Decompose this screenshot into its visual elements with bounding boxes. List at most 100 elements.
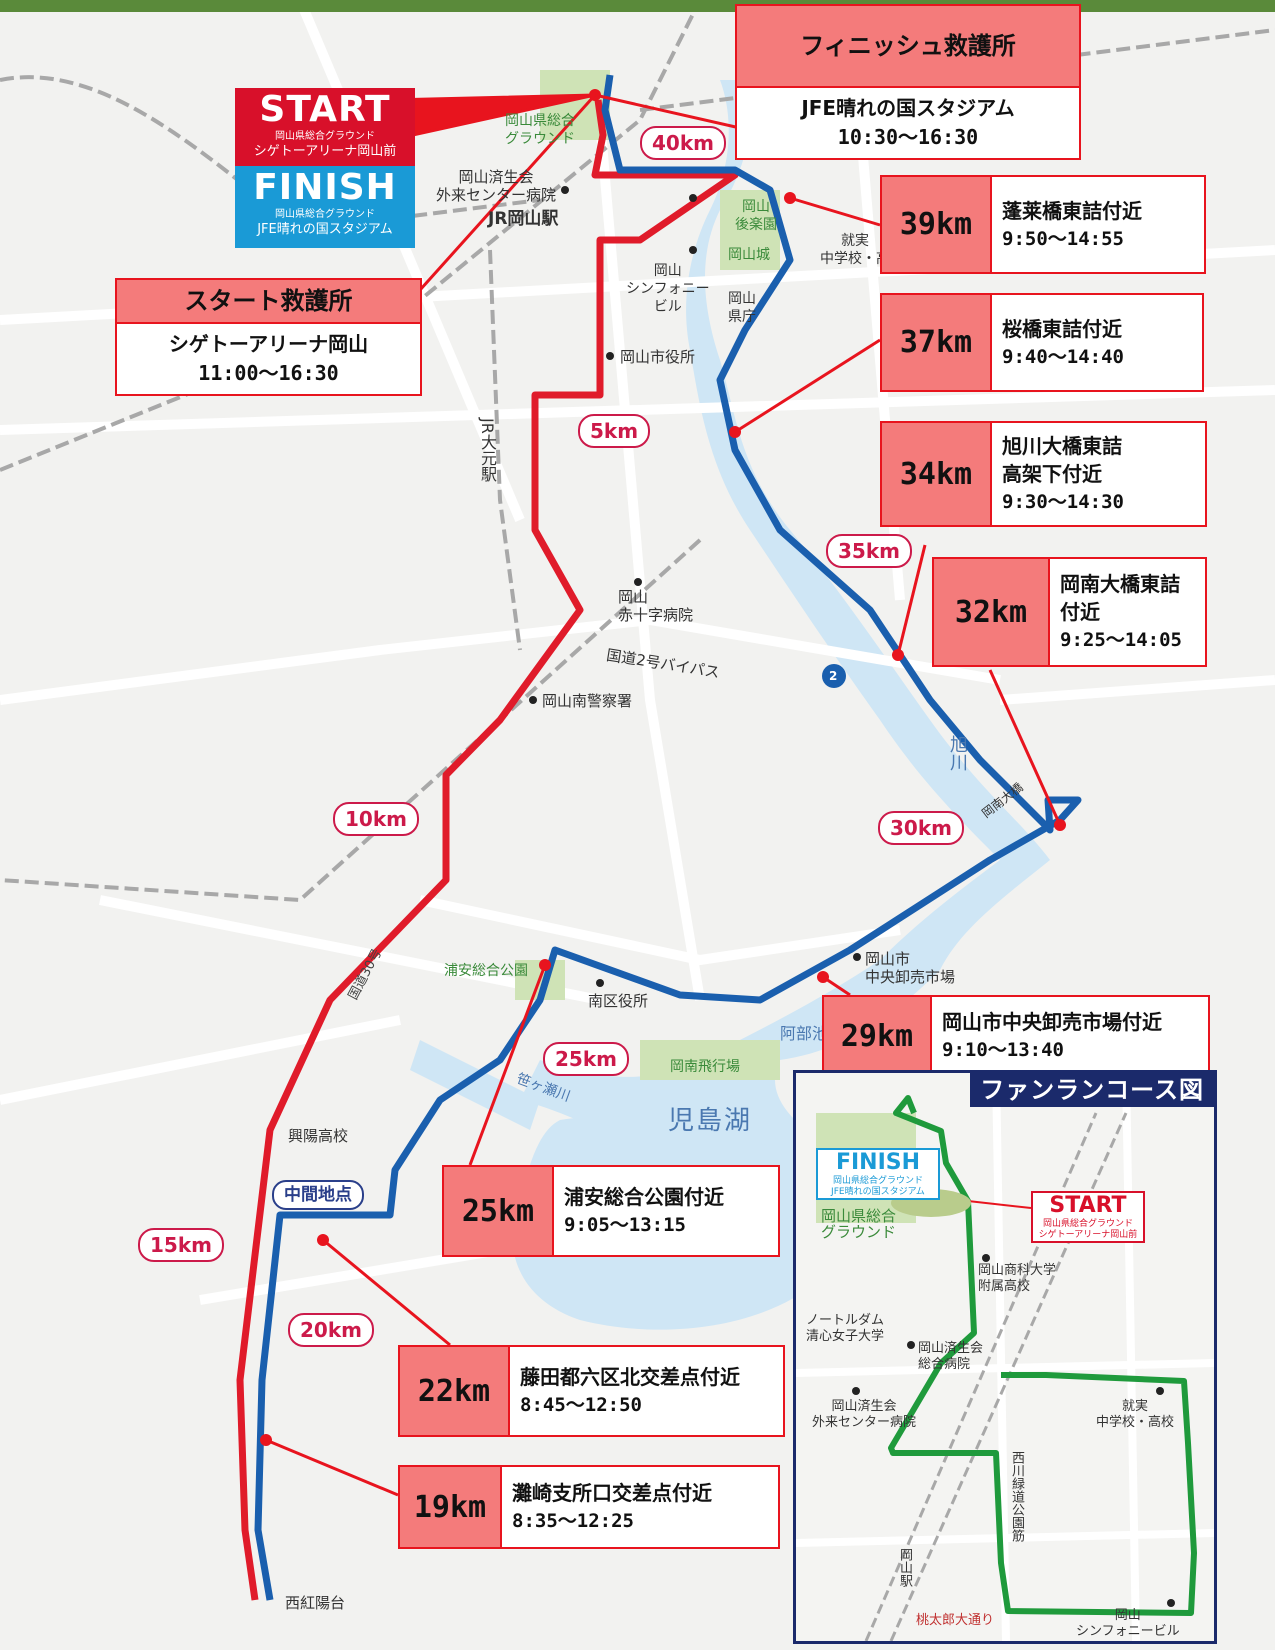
start-place-2: シゲトーアリーナ岡山前 xyxy=(253,144,397,159)
aid-22-time: 8:45～12:50 xyxy=(520,1394,642,1416)
fun-run-route xyxy=(888,1095,1197,1616)
km-marker-35: 35km xyxy=(826,534,912,568)
midpoint-marker: 中間地点 xyxy=(272,1180,364,1210)
aid-station-39km: 39km 蓬莱橋東詰付近 9:50～14:55 xyxy=(880,175,1206,274)
start-word: START xyxy=(259,89,391,130)
aid-start-title: スタート救護所 xyxy=(117,280,420,324)
aid-station-34km: 34km 旭川大橋東詰高架下付近 9:30～14:30 xyxy=(880,421,1207,527)
fun-label-notre-dame: ノートルダム 清心女子大学 xyxy=(806,1313,885,1344)
label-minami-police: 岡山南警察署 xyxy=(542,692,633,710)
fun-run-title: ファンランコース図 xyxy=(970,1073,1214,1107)
aid-39-place: 蓬莱橋東詰付近 xyxy=(1002,198,1142,223)
fun-run-finish-badge: FINISH 岡山県総合グラウンド JFE晴れの国スタジアム xyxy=(816,1148,940,1200)
aid-39-km: 39km xyxy=(882,177,992,272)
km-marker-5: 5km xyxy=(578,414,651,448)
fun-run-start-badge: START 岡山県総合グラウンド シゲトーアリーナ岡山前 xyxy=(1031,1191,1145,1243)
km-marker-10: 10km xyxy=(333,802,419,836)
fun-label-ground: 岡山県総合 グラウンド xyxy=(821,1207,897,1241)
label-okayama-castle: 岡山城 xyxy=(728,247,770,263)
label-market: 岡山市 中央卸売市場 xyxy=(865,950,956,986)
aid-37-time: 9:40～14:40 xyxy=(1002,345,1124,368)
aid-29-time: 9:10～13:40 xyxy=(942,1039,1064,1061)
aid-19-time: 8:35～12:25 xyxy=(512,1510,634,1532)
finish-place-2: JFE晴れの国スタジアム xyxy=(257,222,393,237)
aid-station-19km: 19km 灘崎支所口交差点付近 8:35～12:25 xyxy=(398,1465,780,1549)
label-ground: 岡山県総合 グラウンド xyxy=(505,113,575,147)
aid-29-km: 29km xyxy=(824,997,932,1075)
fun-run-inset: ファンランコース図 FINISH 岡山県総合グラウンド JFE晴れの国スタジアム… xyxy=(793,1070,1217,1644)
fun-finish-place-2: JFE晴れの国スタジアム xyxy=(831,1187,925,1197)
korakuen-park xyxy=(720,190,780,270)
label-urayasu-park: 浦安総合公園 xyxy=(444,963,528,979)
aid-19-place: 灘崎支所口交差点付近 xyxy=(512,1481,712,1505)
aid-22-km: 22km xyxy=(400,1347,510,1435)
aid-19-km: 19km xyxy=(400,1467,502,1547)
km-marker-30: 30km xyxy=(878,811,964,845)
label-asahi-river: 旭川 xyxy=(947,735,968,771)
start-panel: START 岡山県総合グラウンド シゲトーアリーナ岡山前 xyxy=(235,88,415,166)
aid-station-start: スタート救護所 シゲトーアリーナ岡山 11:00～16:30 xyxy=(115,278,422,396)
start-finish-badge: START 岡山県総合グラウンド シゲトーアリーナ岡山前 FINISH 岡山県総… xyxy=(235,88,415,248)
label-route2: 2 xyxy=(829,669,838,683)
label-jr-omoto: JR大元駅 xyxy=(478,418,497,482)
aid-39-time: 9:50～14:55 xyxy=(1002,227,1124,250)
fun-label-shujitsu: 就実 中学校・高校 xyxy=(1096,1399,1175,1430)
aid-finish-time: 10:30～16:30 xyxy=(837,125,979,149)
label-saiseikai: 岡山済生会 外来センター病院 xyxy=(436,168,557,204)
finish-word: FINISH xyxy=(253,167,397,208)
aid-34-km: 34km xyxy=(882,423,992,525)
leader-lines xyxy=(265,93,1062,1497)
aid-25-time: 9:05～13:15 xyxy=(564,1214,686,1236)
aid-finish-title: フィニッシュ救護所 xyxy=(737,6,1079,88)
label-nishikoyodai: 西紅陽台 xyxy=(285,1594,346,1612)
aid-34-place-2: 高架下付近 xyxy=(1002,462,1102,486)
aid-25-place: 浦安総合公園付近 xyxy=(564,1185,724,1209)
aid-station-37km: 37km 桜橋東詰付近 9:40～14:40 xyxy=(880,293,1204,392)
aid-34-time: 9:30～14:30 xyxy=(1002,491,1124,513)
fun-finish-place-1: 岡山県総合グラウンド xyxy=(832,1176,923,1186)
fun-label-shoka: 岡山商科大学 附属高校 xyxy=(978,1263,1057,1294)
km-marker-25: 25km xyxy=(543,1042,629,1076)
fun-start-place-2: シゲトーアリーナ岡山前 xyxy=(1038,1230,1138,1240)
aid-start-time: 11:00～16:30 xyxy=(198,361,339,385)
aid-34-place-1: 旭川大橋東詰 xyxy=(1002,434,1122,458)
aid-32-place-1: 岡南大橋東詰 xyxy=(1060,572,1180,596)
start-place-1: 岡山県総合グラウンド xyxy=(275,131,375,142)
label-kojima-lake: 児島湖 xyxy=(668,1106,753,1136)
aid-station-finish: フィニッシュ救護所 JFE晴れの国スタジアム 10:30～16:30 xyxy=(735,4,1081,160)
aid-station-25km: 25km 浦安総合公園付近 9:05～13:15 xyxy=(442,1165,780,1257)
label-shujitsu: 就実 中学校・高 xyxy=(820,233,890,267)
sasagase-river xyxy=(410,1040,540,1130)
aid-32-time: 9:25～14:05 xyxy=(1060,629,1182,651)
km-marker-40: 40km xyxy=(640,126,726,160)
outbound-route xyxy=(236,99,739,1601)
fun-label-saiseikai-main: 岡山済生会 総合病院 xyxy=(918,1341,984,1372)
route2-shield xyxy=(822,664,846,688)
aid-25-km: 25km xyxy=(444,1167,554,1255)
fun-label-symphony: 岡山 シンフォニービル xyxy=(1076,1608,1180,1639)
finish-place-1: 岡山県総合グラウンド xyxy=(275,209,375,220)
label-abe-river: 阿部池 xyxy=(780,1024,829,1043)
aid-22-place: 藤田都六区北交差点付近 xyxy=(520,1365,740,1389)
label-koyo-hs: 興陽高校 xyxy=(288,1127,349,1145)
fun-start-place-1: 岡山県総合グラウンド xyxy=(1042,1219,1133,1229)
km-marker-20: 20km xyxy=(288,1313,374,1347)
return-route xyxy=(254,74,1082,1601)
label-red-cross: 岡山 赤十字病院 xyxy=(618,588,694,624)
aid-finish-place: JFE晴れの国スタジアム xyxy=(801,96,1015,120)
aid-station-22km: 22km 藤田都六区北交差点付近 8:45～12:50 xyxy=(398,1345,785,1437)
fun-start-word: START xyxy=(1049,1193,1127,1218)
label-konan-airport: 岡南飛行場 xyxy=(670,1059,740,1075)
fun-label-momotaro: 桃太郎大通り xyxy=(916,1613,995,1628)
fun-finish-word: FINISH xyxy=(835,1150,921,1175)
fun-label-okayama-sta: 岡山駅 xyxy=(897,1548,912,1587)
aid-37-km: 37km xyxy=(882,295,992,390)
landmark-dots xyxy=(529,186,861,987)
top-bar xyxy=(0,0,1275,12)
asahi-river xyxy=(520,80,1050,1220)
km-marker-15: 15km xyxy=(138,1228,224,1262)
aid-37-place: 桜橋東詰付近 xyxy=(1002,316,1122,341)
aid-32-place-2: 付近 xyxy=(1060,600,1100,624)
